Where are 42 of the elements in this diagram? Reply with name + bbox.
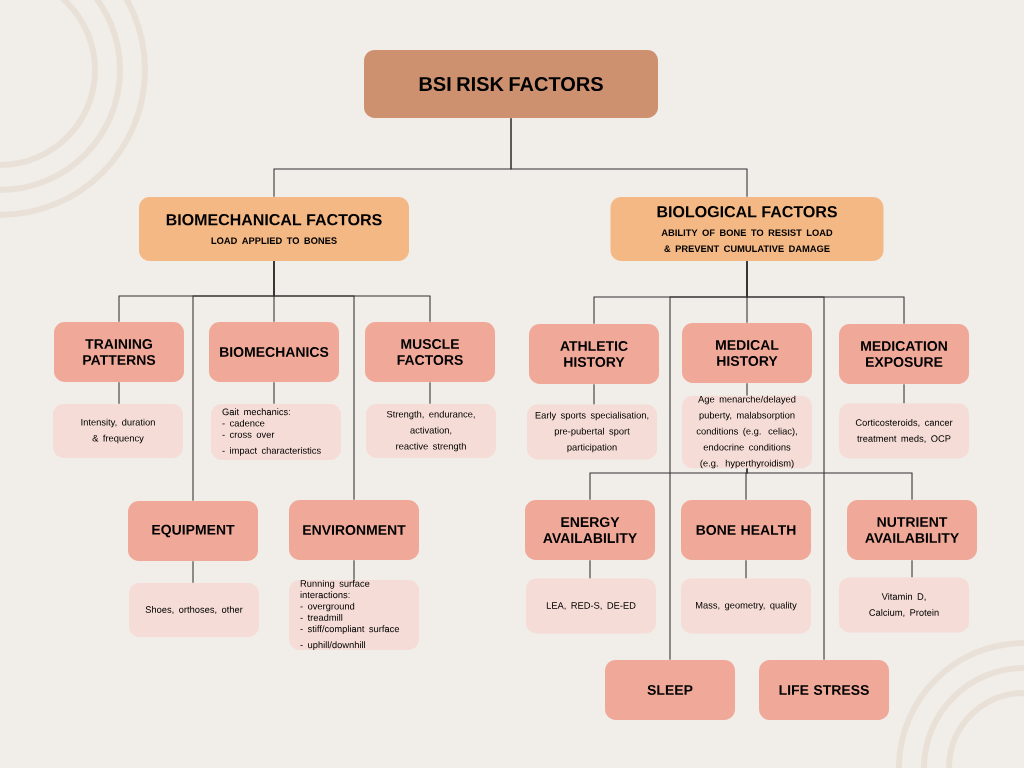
connector-line xyxy=(746,382,748,396)
factor-box: ATHLETIC HISTORY xyxy=(529,324,659,384)
connector-line xyxy=(353,559,355,581)
factor-box: MEDICAL HISTORY xyxy=(682,323,812,383)
detail-box: LEA, RED-S, DE-ED xyxy=(526,578,656,634)
connector-line xyxy=(273,260,355,501)
factor-box: TRAINING PATTERNS xyxy=(54,322,184,382)
factor-box: ENERGY AVAILABILITY xyxy=(525,500,655,560)
detail-box: Intensity, duration & frequency xyxy=(53,404,183,458)
detail-box: Shoes, orthoses, other xyxy=(129,583,259,637)
factor-box: SLEEP xyxy=(605,660,735,720)
root-box: BSI RISK FACTORS xyxy=(364,50,658,118)
factor-box: MEDICATION EXPOSURE xyxy=(839,324,969,384)
connector-line xyxy=(746,468,913,501)
connector-line xyxy=(593,383,595,405)
detail-box: Running surface interactions: - overground - treadmill - stiff/compliant surface - uphill/downhill xyxy=(289,580,419,651)
detail-box: Age menarche/delayed puberty, malabsorption conditions (e.g. celiac), endocrine conditions (e.g. hyperthyroidism) xyxy=(682,395,812,469)
connector-line xyxy=(903,383,905,404)
connector-line xyxy=(745,559,747,579)
detail-box: Vitamin D, Calcium, Protein xyxy=(839,577,969,633)
connector-line xyxy=(118,381,120,405)
category-box: BIOMECHANICAL FACTORS LOAD APPLIED TO BONES xyxy=(139,197,409,261)
connector-line xyxy=(192,560,194,584)
connector-line xyxy=(746,260,825,661)
factor-box: EQUIPMENT xyxy=(128,501,258,561)
detail-box: Strength, endurance, activation, reactive strength xyxy=(366,404,496,458)
factor-box: MUSCLE FACTORS xyxy=(365,322,495,382)
detail-box: Mass, geometry, quality xyxy=(681,578,811,634)
connector-line xyxy=(510,117,748,198)
factor-box: BONE HEALTH xyxy=(681,500,811,560)
factor-box: BIOMECHANICS xyxy=(209,322,339,382)
connector-line xyxy=(589,559,591,579)
detail-box: Early sports specialisation, pre-pubertal sport participation xyxy=(527,404,657,460)
connector-line xyxy=(429,381,431,405)
detail-box: Gait mechanics: - cadence - cross over - impact characteristics xyxy=(211,404,341,460)
factor-box: ENVIRONMENT xyxy=(289,500,419,560)
connector-line xyxy=(273,381,275,405)
factor-box: NUTRIENT AVAILABILITY xyxy=(847,500,977,560)
detail-box: Corticosteroids, cancer treatment meds, OCP xyxy=(839,403,969,459)
category-box: BIOLOGICAL FACTORS ABILITY OF BONE TO RESIST LOAD & PREVENT CUMULATIVE DAMAGE xyxy=(610,197,884,261)
factor-box: LIFE STRESS xyxy=(759,660,889,720)
connector-line xyxy=(911,559,913,578)
